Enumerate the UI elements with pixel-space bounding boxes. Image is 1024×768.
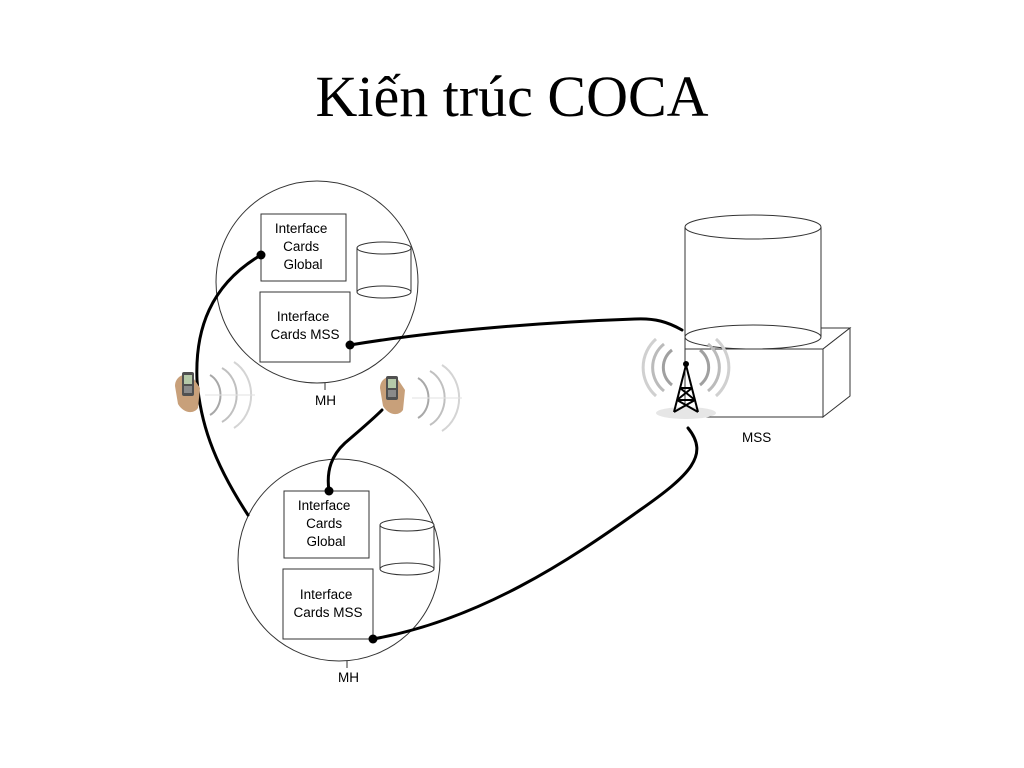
connections xyxy=(195,253,699,641)
mh-node-1: Interface Cards Global Interface Cards M… xyxy=(215,180,419,408)
connector-dot xyxy=(256,250,266,260)
database-cylinder-icon xyxy=(684,214,822,350)
mss-label: MSS xyxy=(742,430,771,445)
interface-cards-global-box-2 xyxy=(283,490,370,559)
link-global2-to-phone xyxy=(326,408,384,493)
link-mss1-to-mss-station xyxy=(348,317,684,347)
mh-node-2: Interface Cards Global Interface Cards M… xyxy=(237,458,441,685)
storage-cylinder-icon xyxy=(356,241,412,299)
interface-cards-mss-text-2: Interface Cards MSS xyxy=(293,587,362,620)
slide-title: Kiến trúc COCA xyxy=(315,64,709,129)
mh-label-1: MH xyxy=(315,393,336,408)
interface-cards-global-text-1: Interface Cards Global xyxy=(275,221,331,272)
storage-cylinder-icon xyxy=(379,518,435,576)
interface-cards-mss-box-1 xyxy=(259,291,351,363)
link-mss2-to-tower xyxy=(371,426,699,641)
interface-cards-mss-box-2 xyxy=(282,568,374,640)
mobile-phone-icon xyxy=(380,364,462,432)
mh-label-2: MH xyxy=(338,670,359,685)
interface-cards-global-box-1 xyxy=(260,213,347,282)
connector-dot xyxy=(345,340,355,350)
connector-dot xyxy=(368,634,378,644)
interface-cards-mss-text-1: Interface Cards MSS xyxy=(270,309,339,342)
connector-dot xyxy=(324,486,334,496)
mobile-phone-icon xyxy=(175,361,255,429)
mss-station: MSS xyxy=(641,214,852,445)
radio-tower-icon xyxy=(641,337,731,419)
link-global1-to-mh2 xyxy=(195,253,263,517)
interface-cards-global-text-2: Interface Cards Global xyxy=(298,498,354,549)
